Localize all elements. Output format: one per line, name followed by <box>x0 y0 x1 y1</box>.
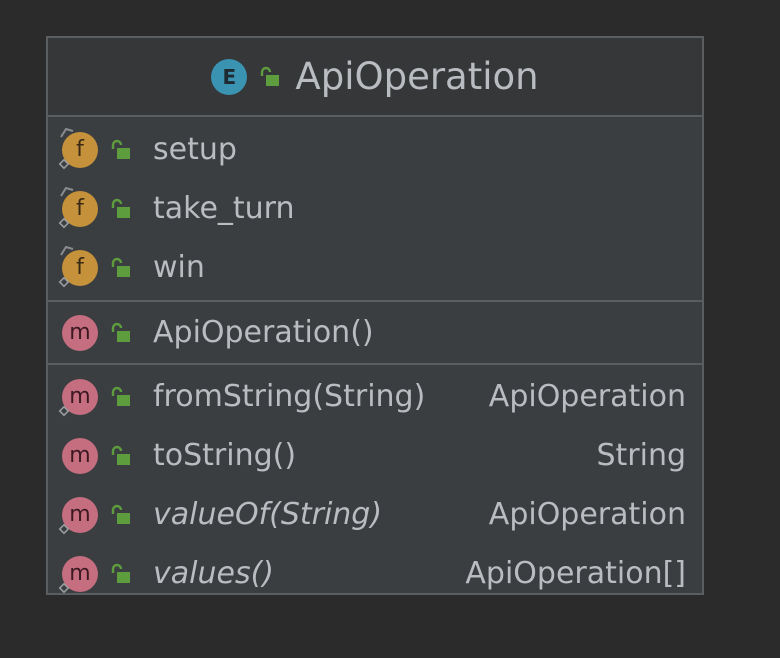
return-type: String <box>596 438 686 473</box>
public-lock-icon <box>111 386 130 406</box>
final-pin-icon <box>58 276 70 287</box>
field-row[interactable]: f take_turn <box>48 179 702 238</box>
field-icon: f <box>58 127 98 169</box>
public-lock-icon <box>111 257 130 277</box>
field-row[interactable]: f win <box>48 238 702 297</box>
field-name: setup <box>153 132 237 167</box>
field-icon: f <box>58 186 98 228</box>
method-name: fromString(String) <box>153 379 426 414</box>
public-lock-icon <box>261 66 280 86</box>
constructors-section: m ApiOperation() <box>48 302 702 365</box>
class-name: ApiOperation <box>295 55 539 98</box>
method-row[interactable]: m fromString(String) ApiOperation <box>48 367 702 426</box>
final-pin-icon <box>58 158 70 169</box>
public-lock-icon <box>111 563 130 583</box>
constructor-name: ApiOperation() <box>153 315 374 350</box>
static-pin-icon <box>58 523 70 534</box>
method-name: values() <box>153 556 274 591</box>
field-icon: f <box>58 245 98 287</box>
return-type: ApiOperation <box>488 379 686 414</box>
static-marker-icon <box>60 186 74 197</box>
field-row[interactable]: f setup <box>48 120 702 179</box>
methods-section: m fromString(String) ApiOperation m toSt… <box>48 365 702 605</box>
constructor-row[interactable]: m ApiOperation() <box>48 303 702 362</box>
public-lock-icon <box>111 322 130 342</box>
class-header: E ApiOperation <box>48 38 702 117</box>
static-pin-icon <box>58 582 70 593</box>
public-lock-icon <box>111 198 130 218</box>
fields-section: f setup f take_turn f win <box>48 117 702 302</box>
method-row[interactable]: m values() ApiOperation[] <box>48 544 702 603</box>
method-icon: m <box>62 314 98 351</box>
enum-icon: E <box>211 58 248 95</box>
public-lock-icon <box>111 139 130 159</box>
static-pin-icon <box>58 405 70 416</box>
return-type: ApiOperation <box>488 497 686 532</box>
static-marker-icon <box>60 245 74 256</box>
uml-class-box[interactable]: E ApiOperation f setup f take_turn <box>46 36 704 595</box>
return-type: ApiOperation[] <box>465 556 686 591</box>
method-icon: m <box>62 437 98 474</box>
method-row[interactable]: m valueOf(String) ApiOperation <box>48 485 702 544</box>
field-name: take_turn <box>153 191 295 226</box>
method-icon: m <box>58 555 98 593</box>
method-name: toString() <box>153 438 297 473</box>
public-lock-icon <box>111 445 130 465</box>
method-row[interactable]: m toString() String <box>48 426 702 485</box>
field-name: win <box>153 250 205 285</box>
method-icon: m <box>58 378 98 416</box>
method-icon: m <box>58 496 98 534</box>
final-pin-icon <box>58 217 70 228</box>
public-lock-icon <box>111 504 130 524</box>
static-marker-icon <box>60 127 74 138</box>
method-name: valueOf(String) <box>153 497 383 532</box>
